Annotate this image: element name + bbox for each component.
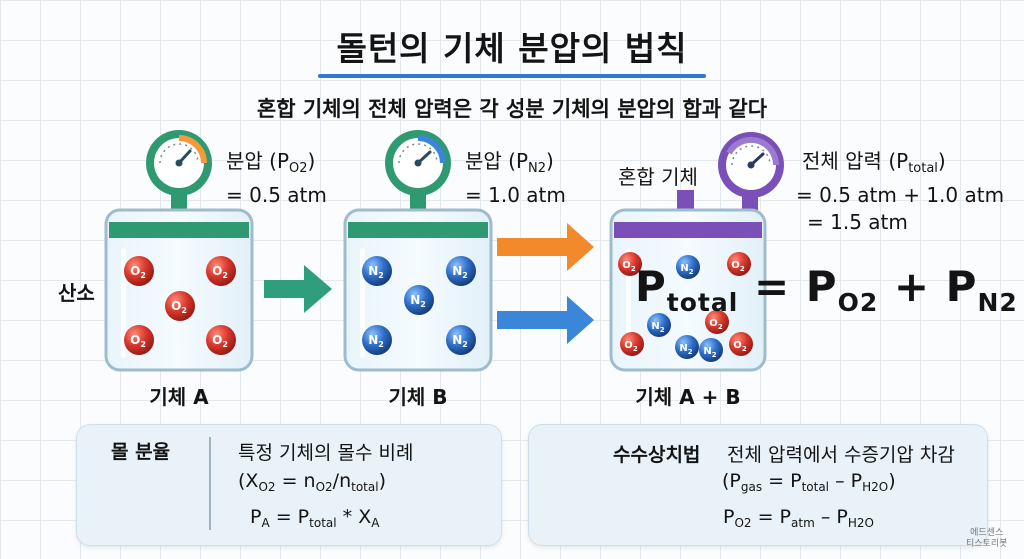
molecule-o2: O2: [618, 252, 642, 276]
molecule-n2: N2: [675, 335, 699, 359]
molecule-n2: N2: [404, 285, 434, 315]
gauge-b-label: 분압 (PN2) = 1.0 atm: [465, 149, 566, 207]
water-collection-card: [528, 424, 988, 546]
gauge-b: [385, 130, 451, 222]
card-divider: [209, 437, 211, 530]
mixture-label: 혼합 기체: [618, 165, 698, 189]
molecule-n2: N2: [446, 325, 476, 355]
oxygen-side-label: 산소: [58, 281, 95, 305]
molecule-o2: O2: [729, 332, 753, 356]
molecule-o2: O2: [727, 252, 751, 276]
gauge-total: [677, 132, 784, 223]
page-title: 돌턴의 기체 분압의 법칙: [336, 29, 688, 68]
water-collection-line1: 전체 압력에서 수증기압 차감: [727, 444, 955, 466]
arrow-a-to-b: [264, 265, 332, 313]
gauge-a-label: 분압 (PO2) = 0.5 atm: [226, 149, 327, 207]
molecule-o2: O2: [206, 325, 236, 355]
molecule-n2: N2: [699, 338, 723, 362]
water-collection-title: 수수상치법: [613, 444, 701, 466]
dalton-equation: Ptotal = PO2 + PN2: [635, 262, 1018, 317]
molecule-n2: N2: [362, 325, 392, 355]
gauge-total-label: 전체 압력 (Ptotal) = 0.5 atm + 1.0 atm = 1.5…: [796, 149, 1005, 234]
title-underline: [318, 74, 706, 78]
mole-fraction-title: 몰 분율: [111, 441, 171, 463]
mole-fraction-card: [76, 424, 502, 546]
arrow-b-to-mix-bottom: [497, 296, 594, 344]
molecule-o2: O2: [124, 256, 154, 286]
mole-fraction-line1: 특정 기체의 몰수 비례: [238, 442, 414, 464]
container-b-label: 기체 B: [388, 385, 448, 409]
gauge-a: [146, 130, 212, 222]
molecule-o2: O2: [165, 291, 195, 321]
mole-fraction-line3: PA = Ptotal * XA: [250, 506, 380, 530]
molecule-n2: N2: [446, 256, 476, 286]
molecule-n2: N2: [647, 313, 671, 337]
water-collection-line2: (Pgas = Ptotal – PH2O): [722, 470, 896, 494]
molecule-o2: O2: [705, 310, 729, 334]
water-collection-line3: PO2 = Patm – PH2O: [723, 506, 874, 530]
arrow-b-to-mix-top: [497, 223, 594, 271]
watermark: 에드센스 티스토리봇: [966, 528, 1008, 549]
molecule-n2: N2: [362, 256, 392, 286]
page-subtitle: 혼합 기체의 전체 압력은 각 성분 기체의 분압의 합과 같다: [256, 97, 768, 121]
container-a-label: 기체 A: [149, 385, 209, 409]
container-ab-label: 기체 A + B: [635, 385, 741, 409]
molecule-o2: O2: [124, 325, 154, 355]
molecule-o2: O2: [620, 332, 644, 356]
molecule-o2: O2: [206, 256, 236, 286]
molecule-n2: N2: [676, 255, 700, 279]
mole-fraction-line2: (XO2 = nO2/ntotal): [238, 470, 386, 494]
